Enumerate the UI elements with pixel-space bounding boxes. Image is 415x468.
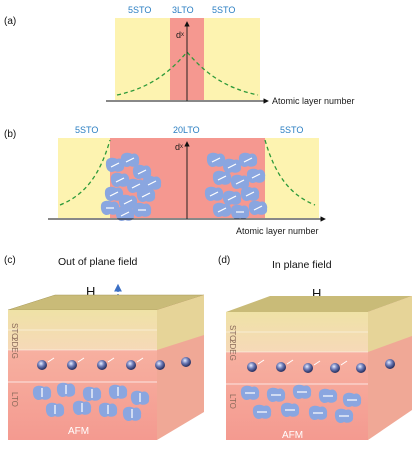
- panel-a-label: (a): [4, 16, 16, 27]
- electron-row: [37, 357, 191, 370]
- spin-arrows-horizontal: [245, 391, 357, 417]
- panel-b-label: (b): [4, 129, 16, 140]
- x-axis-label: Atomic layer number: [272, 96, 355, 106]
- sto-top-face: [8, 295, 204, 310]
- layer-label-left: 5STO: [128, 5, 151, 15]
- panel-a: (a) 5STO 3LTO 5STO dˣ Atomic layer numbe…: [4, 5, 355, 106]
- field-label: H: [312, 286, 321, 301]
- density-curve-left: [59, 139, 111, 206]
- afm-label: AFM: [282, 430, 303, 441]
- density-curve-right: [264, 139, 316, 206]
- sto-right-region: [204, 18, 260, 100]
- panel-c: (c) Out of plane field H: [4, 255, 205, 440]
- spin-arrows-right: [209, 157, 263, 213]
- afm-label: AFM: [68, 426, 89, 437]
- spin-arrows-left: [106, 157, 157, 217]
- density-curve: [116, 50, 259, 96]
- panel-d: (d) In plane field H AFM: [218, 255, 412, 441]
- electron-row: [247, 359, 395, 373]
- layer-label-right: 5STO: [212, 5, 235, 15]
- panel-c-label: (c): [4, 255, 16, 266]
- x-axis-label: Atomic layer number: [236, 226, 319, 236]
- field-label: H: [86, 284, 95, 299]
- panel-c-title: Out of plane field: [58, 256, 138, 268]
- y-axis-label: dˣ: [176, 30, 184, 40]
- layer-label-right: 5STO: [280, 125, 303, 135]
- sto-left-region: [115, 18, 170, 100]
- layer-label-center: 3LTO: [172, 5, 194, 15]
- y-axis-label: dˣ: [175, 142, 183, 152]
- layer-label-left: 5STO: [75, 125, 98, 135]
- panel-d-title: In plane field: [272, 259, 332, 271]
- spin-arrows-vertical: [41, 385, 141, 418]
- sto-right-region: [265, 138, 319, 218]
- panel-b: (b) 5STO 20LTO 5STO: [4, 125, 326, 236]
- sto-top-face: [226, 296, 412, 312]
- panel-d-label: (d): [218, 255, 230, 266]
- layer-label-center: 20LTO: [173, 125, 200, 135]
- electron-spin-ticks: [47, 357, 348, 366]
